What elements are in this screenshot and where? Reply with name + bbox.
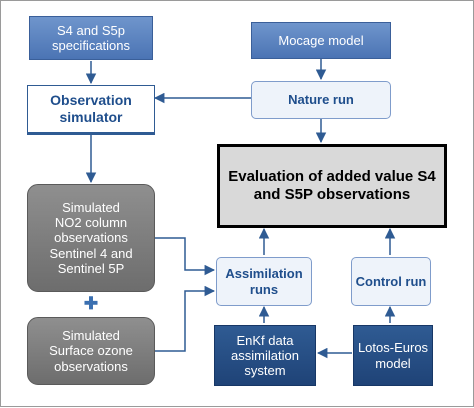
control-run-label: Control run: [355, 273, 427, 289]
simulated-ozone-box: Simulated Surface ozone observations: [27, 317, 155, 385]
observation-simulator-box: Observation simulator: [27, 85, 155, 135]
lotos-euros-box: Lotos-Euros model: [353, 325, 433, 386]
observation-simulator-label: Observation simulator: [50, 92, 132, 125]
lotos-euros-label: Lotos-Euros model: [357, 340, 429, 371]
simulated-no2-label: Simulated NO2 column observations Sentin…: [49, 199, 133, 276]
arrow-ozone-to-assimilation: [155, 285, 216, 352]
assimilation-runs-box: Assimilation runs: [216, 257, 312, 306]
mocage-model-label: Mocage model: [278, 32, 364, 48]
plus-sign: ✚: [83, 293, 99, 313]
control-run-box: Control run: [351, 257, 431, 306]
enkf-box: EnKf data assimilation system: [214, 325, 316, 386]
nature-run-label: Nature run: [288, 92, 354, 108]
simulated-no2-box: Simulated NO2 column observations Sentin…: [27, 184, 155, 292]
mocage-model-box: Mocage model: [251, 22, 391, 59]
specifications-label: S4 and S5p specifications: [51, 22, 131, 53]
arrow-no2-to-assimilation: [155, 237, 216, 276]
simulated-ozone-label: Simulated Surface ozone observations: [49, 328, 133, 374]
assimilation-runs-label: Assimilation runs: [225, 266, 303, 297]
evaluation-box: Evaluation of added value S4 and S5P obs…: [217, 144, 447, 228]
specifications-box: S4 and S5p specifications: [29, 16, 153, 60]
nature-run-box: Nature run: [251, 81, 391, 119]
evaluation-label: Evaluation of added value S4 and S5P obs…: [228, 168, 436, 203]
enkf-label: EnKf data assimilation system: [231, 332, 299, 379]
plus-icon: ✚: [79, 293, 103, 315]
